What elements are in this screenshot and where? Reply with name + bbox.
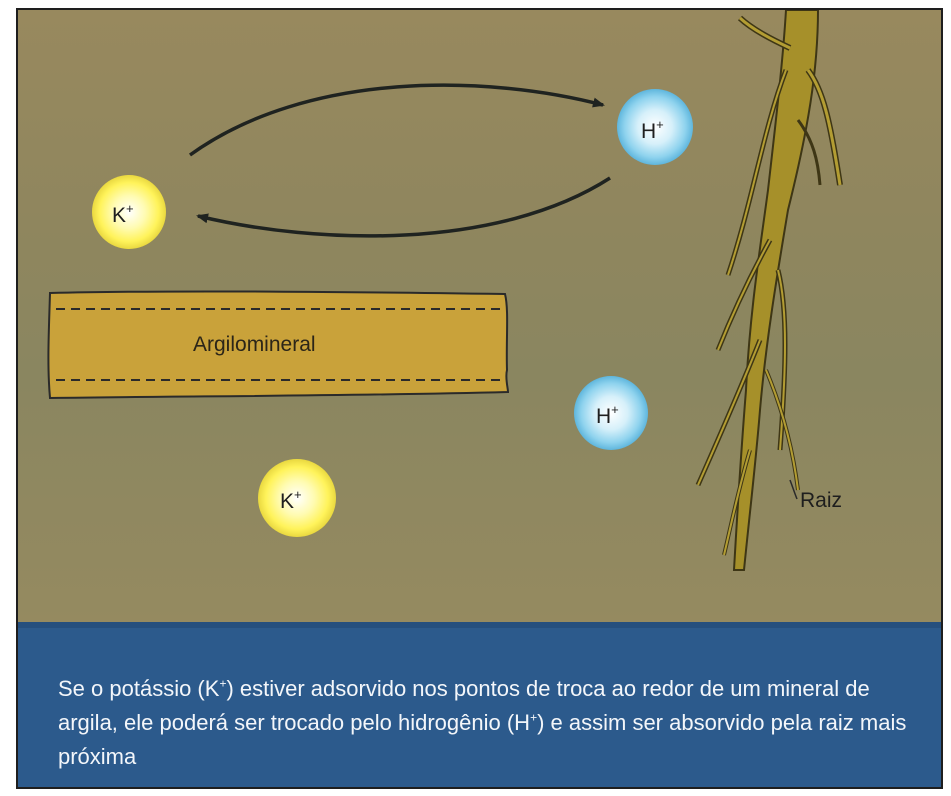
caption-superscript-k: +	[219, 676, 227, 691]
hydrogen-ion-middle: H+	[574, 376, 648, 450]
hydrogen-ion-middle-label: H+	[596, 402, 619, 428]
clay-mineral-band: Argilomineral	[47, 290, 510, 400]
potassium-ion-bottom: K+	[258, 459, 336, 537]
arrow-h-to-k	[196, 176, 611, 238]
potassium-ion-top: K+	[92, 175, 166, 249]
figure-frame: Raiz Argilomineral K+ H+	[16, 8, 943, 789]
arrow-k-to-h	[188, 83, 605, 157]
root-main	[732, 10, 820, 571]
root-illustration: Raiz	[695, 10, 843, 571]
potassium-ion-top-label: K+	[112, 201, 134, 227]
potassium-ion-bottom-label: K+	[280, 487, 302, 513]
hydrogen-ion-top-label: H+	[641, 117, 664, 143]
root-label: Raiz	[800, 489, 842, 512]
clay-mineral-shape	[47, 290, 510, 400]
root-label-pointer	[789, 479, 798, 500]
exchange-diagram: Raiz Argilomineral K+ H+	[47, 10, 843, 571]
caption-superscript-h: +	[530, 710, 538, 725]
root-branch-upper-small	[796, 119, 822, 186]
diagram-panel: Raiz Argilomineral K+ H+	[18, 10, 941, 622]
caption-panel: Se o potássio (K+) estiver adsorvido nos…	[18, 622, 941, 787]
caption-text: Se o potássio (K+) estiver adsorvido nos…	[58, 676, 907, 769]
hydrogen-ion-top: H+	[617, 89, 693, 165]
clay-mineral-label: Argilomineral	[193, 333, 316, 356]
